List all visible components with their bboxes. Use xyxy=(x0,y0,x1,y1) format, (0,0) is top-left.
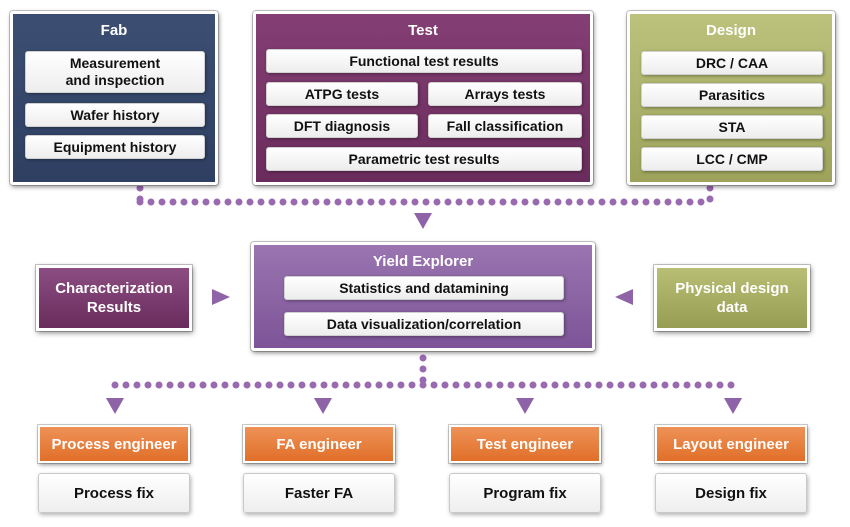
role-test-engineer[interactable]: Test engineer xyxy=(449,425,601,463)
test-fall-classification[interactable]: Fall classification xyxy=(428,114,582,138)
characterization-results-box[interactable]: Characterization Results xyxy=(36,265,192,331)
fix-program[interactable]: Program fix xyxy=(449,473,601,513)
physical-design-data-box[interactable]: Physical design data xyxy=(654,265,810,331)
role-process-engineer[interactable]: Process engineer xyxy=(38,425,190,463)
test-panel: Test Functional test results ATPG tests … xyxy=(253,11,593,185)
test-arrays[interactable]: Arrays tests xyxy=(428,82,582,106)
left-right-arrow xyxy=(212,289,230,305)
fab-equipment-history[interactable]: Equipment history xyxy=(25,135,205,159)
design-sta[interactable]: STA xyxy=(641,115,823,139)
fab-panel: Fab Measurement and inspection Wafer his… xyxy=(10,11,218,185)
yield-data-visualization[interactable]: Data visualization/correlation xyxy=(284,312,564,336)
fab-title: Fab xyxy=(100,22,128,39)
test-atpg[interactable]: ATPG tests xyxy=(266,82,418,106)
design-panel: Design DRC / CAA Parasitics STA LCC / CM… xyxy=(627,11,835,185)
fix-design[interactable]: Design fix xyxy=(655,473,807,513)
arrow-test xyxy=(516,398,534,414)
role-fa-engineer[interactable]: FA engineer xyxy=(243,425,395,463)
role-layout-engineer[interactable]: Layout engineer xyxy=(655,425,807,463)
arrow-layout xyxy=(724,398,742,414)
fix-process[interactable]: Process fix xyxy=(38,473,190,513)
arrow-process xyxy=(106,398,124,414)
design-drc-caa[interactable]: DRC / CAA xyxy=(641,51,823,75)
design-lcc-cmp[interactable]: LCC / CMP xyxy=(641,147,823,171)
top-down-arrow xyxy=(414,213,432,229)
right-left-arrow xyxy=(615,289,633,305)
design-parasitics[interactable]: Parasitics xyxy=(641,83,823,107)
yield-explorer-title: Yield Explorer xyxy=(372,253,474,270)
test-title: Test xyxy=(408,22,438,39)
fix-faster-fa[interactable]: Faster FA xyxy=(243,473,395,513)
yield-statistics-datamining[interactable]: Statistics and datamining xyxy=(284,276,564,300)
fab-wafer-history[interactable]: Wafer history xyxy=(25,103,205,127)
yield-explorer-panel: Yield Explorer Statistics and datamining… xyxy=(251,242,595,351)
arrow-fa xyxy=(314,398,332,414)
design-title: Design xyxy=(705,22,756,39)
test-dft-diagnosis[interactable]: DFT diagnosis xyxy=(266,114,418,138)
test-functional-results[interactable]: Functional test results xyxy=(266,49,582,73)
test-parametric-results[interactable]: Parametric test results xyxy=(266,147,582,171)
fab-measurement-inspection[interactable]: Measurement and inspection xyxy=(25,51,205,93)
